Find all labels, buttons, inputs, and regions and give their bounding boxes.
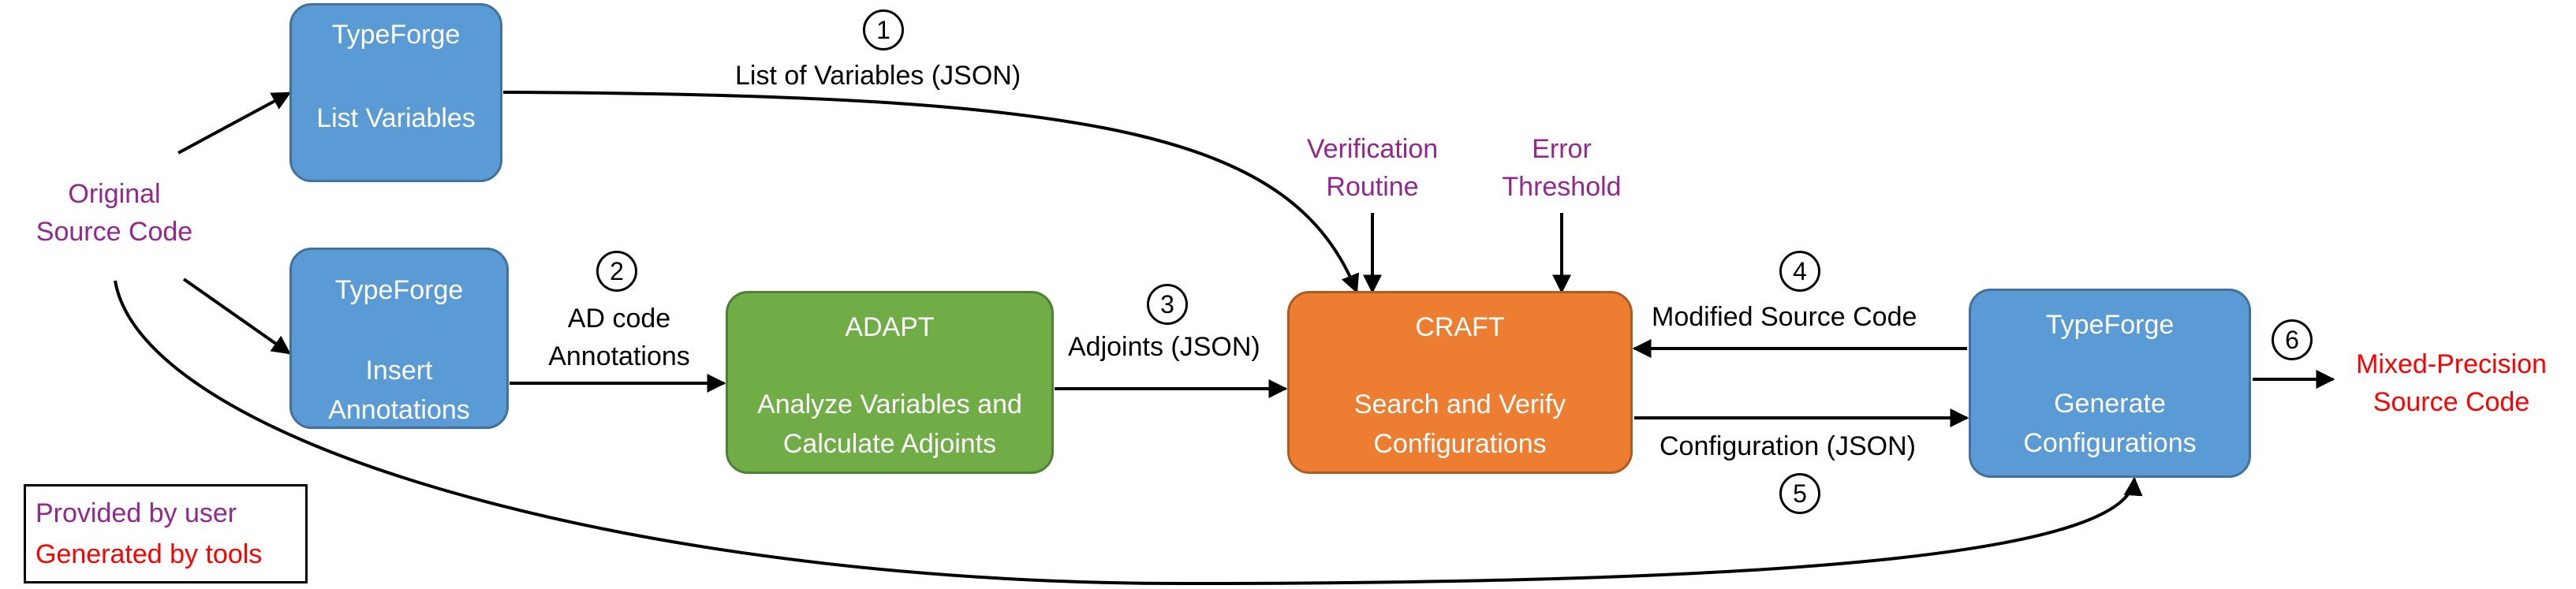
edge-3-label: Adjoints (JSON) <box>1068 332 1260 362</box>
arrow-list-to-craft <box>502 91 1360 294</box>
edge-1-label: List of Variables (JSON) <box>735 61 1021 91</box>
verification-routine-label: Verification Routine <box>1306 134 1439 202</box>
arrow-source-to-generate <box>114 280 2143 586</box>
mixed-precision-output-label: Mixed-Precision Source Code <box>2356 349 2547 417</box>
box-body: Configurations <box>1373 429 1547 459</box>
box-body: Annotations <box>328 395 470 425</box>
step-4-marker: 4 <box>1779 251 1820 292</box>
typeforge-insert-annotations-box: TypeForge Insert Annotations <box>289 248 509 429</box>
edge-5-label: Configuration (JSON) <box>1659 431 1917 461</box>
box-body: Search and Verify <box>1353 390 1566 419</box>
box-body: Generate <box>2054 389 2166 419</box>
box-title: TypeForge <box>334 275 464 305</box>
legend-user-provided: Provided by user <box>35 498 237 528</box>
box-title: TypeForge <box>331 20 461 50</box>
arrow-source-to-insert <box>182 278 291 355</box>
typeforge-list-variables-box: TypeForge List Variables <box>289 3 502 182</box>
box-body: Configurations <box>2023 428 2197 458</box>
box-body: List Variables <box>316 103 476 133</box>
box-body: Calculate Adjoints <box>782 429 997 459</box>
step-1-marker: 1 <box>863 9 904 50</box>
box-title: ADAPT <box>845 312 935 342</box>
box-title: TypeForge <box>2045 310 2175 340</box>
box-title: CRAFT <box>1415 312 1505 342</box>
adapt-box: ADAPT Analyze Variables and Calculate Ad… <box>726 291 1054 474</box>
edge-4-label: Modified Source Code <box>1652 302 1917 332</box>
step-2-marker: 2 <box>596 251 637 292</box>
craft-box: CRAFT Search and Verify Configurations <box>1287 291 1633 474</box>
original-source-label: Original Source Code <box>35 179 193 247</box>
step-5-marker: 5 <box>1779 473 1820 514</box>
legend: Provided by user Generated by tools <box>24 484 308 583</box>
arrow-source-to-list <box>177 91 292 155</box>
legend-tool-generated: Generated by tools <box>35 539 263 569</box>
typeforge-generate-box: TypeForge Generate Configurations <box>1969 289 2251 478</box>
step-3-marker: 3 <box>1147 284 1188 325</box>
step-6-marker: 6 <box>2272 319 2313 360</box>
box-body: Insert <box>365 356 433 386</box>
box-body: Analyze Variables and <box>757 390 1022 419</box>
edge-2-label: AD code Annotations <box>548 304 690 371</box>
error-threshold-label: Error Threshold <box>1502 134 1622 202</box>
